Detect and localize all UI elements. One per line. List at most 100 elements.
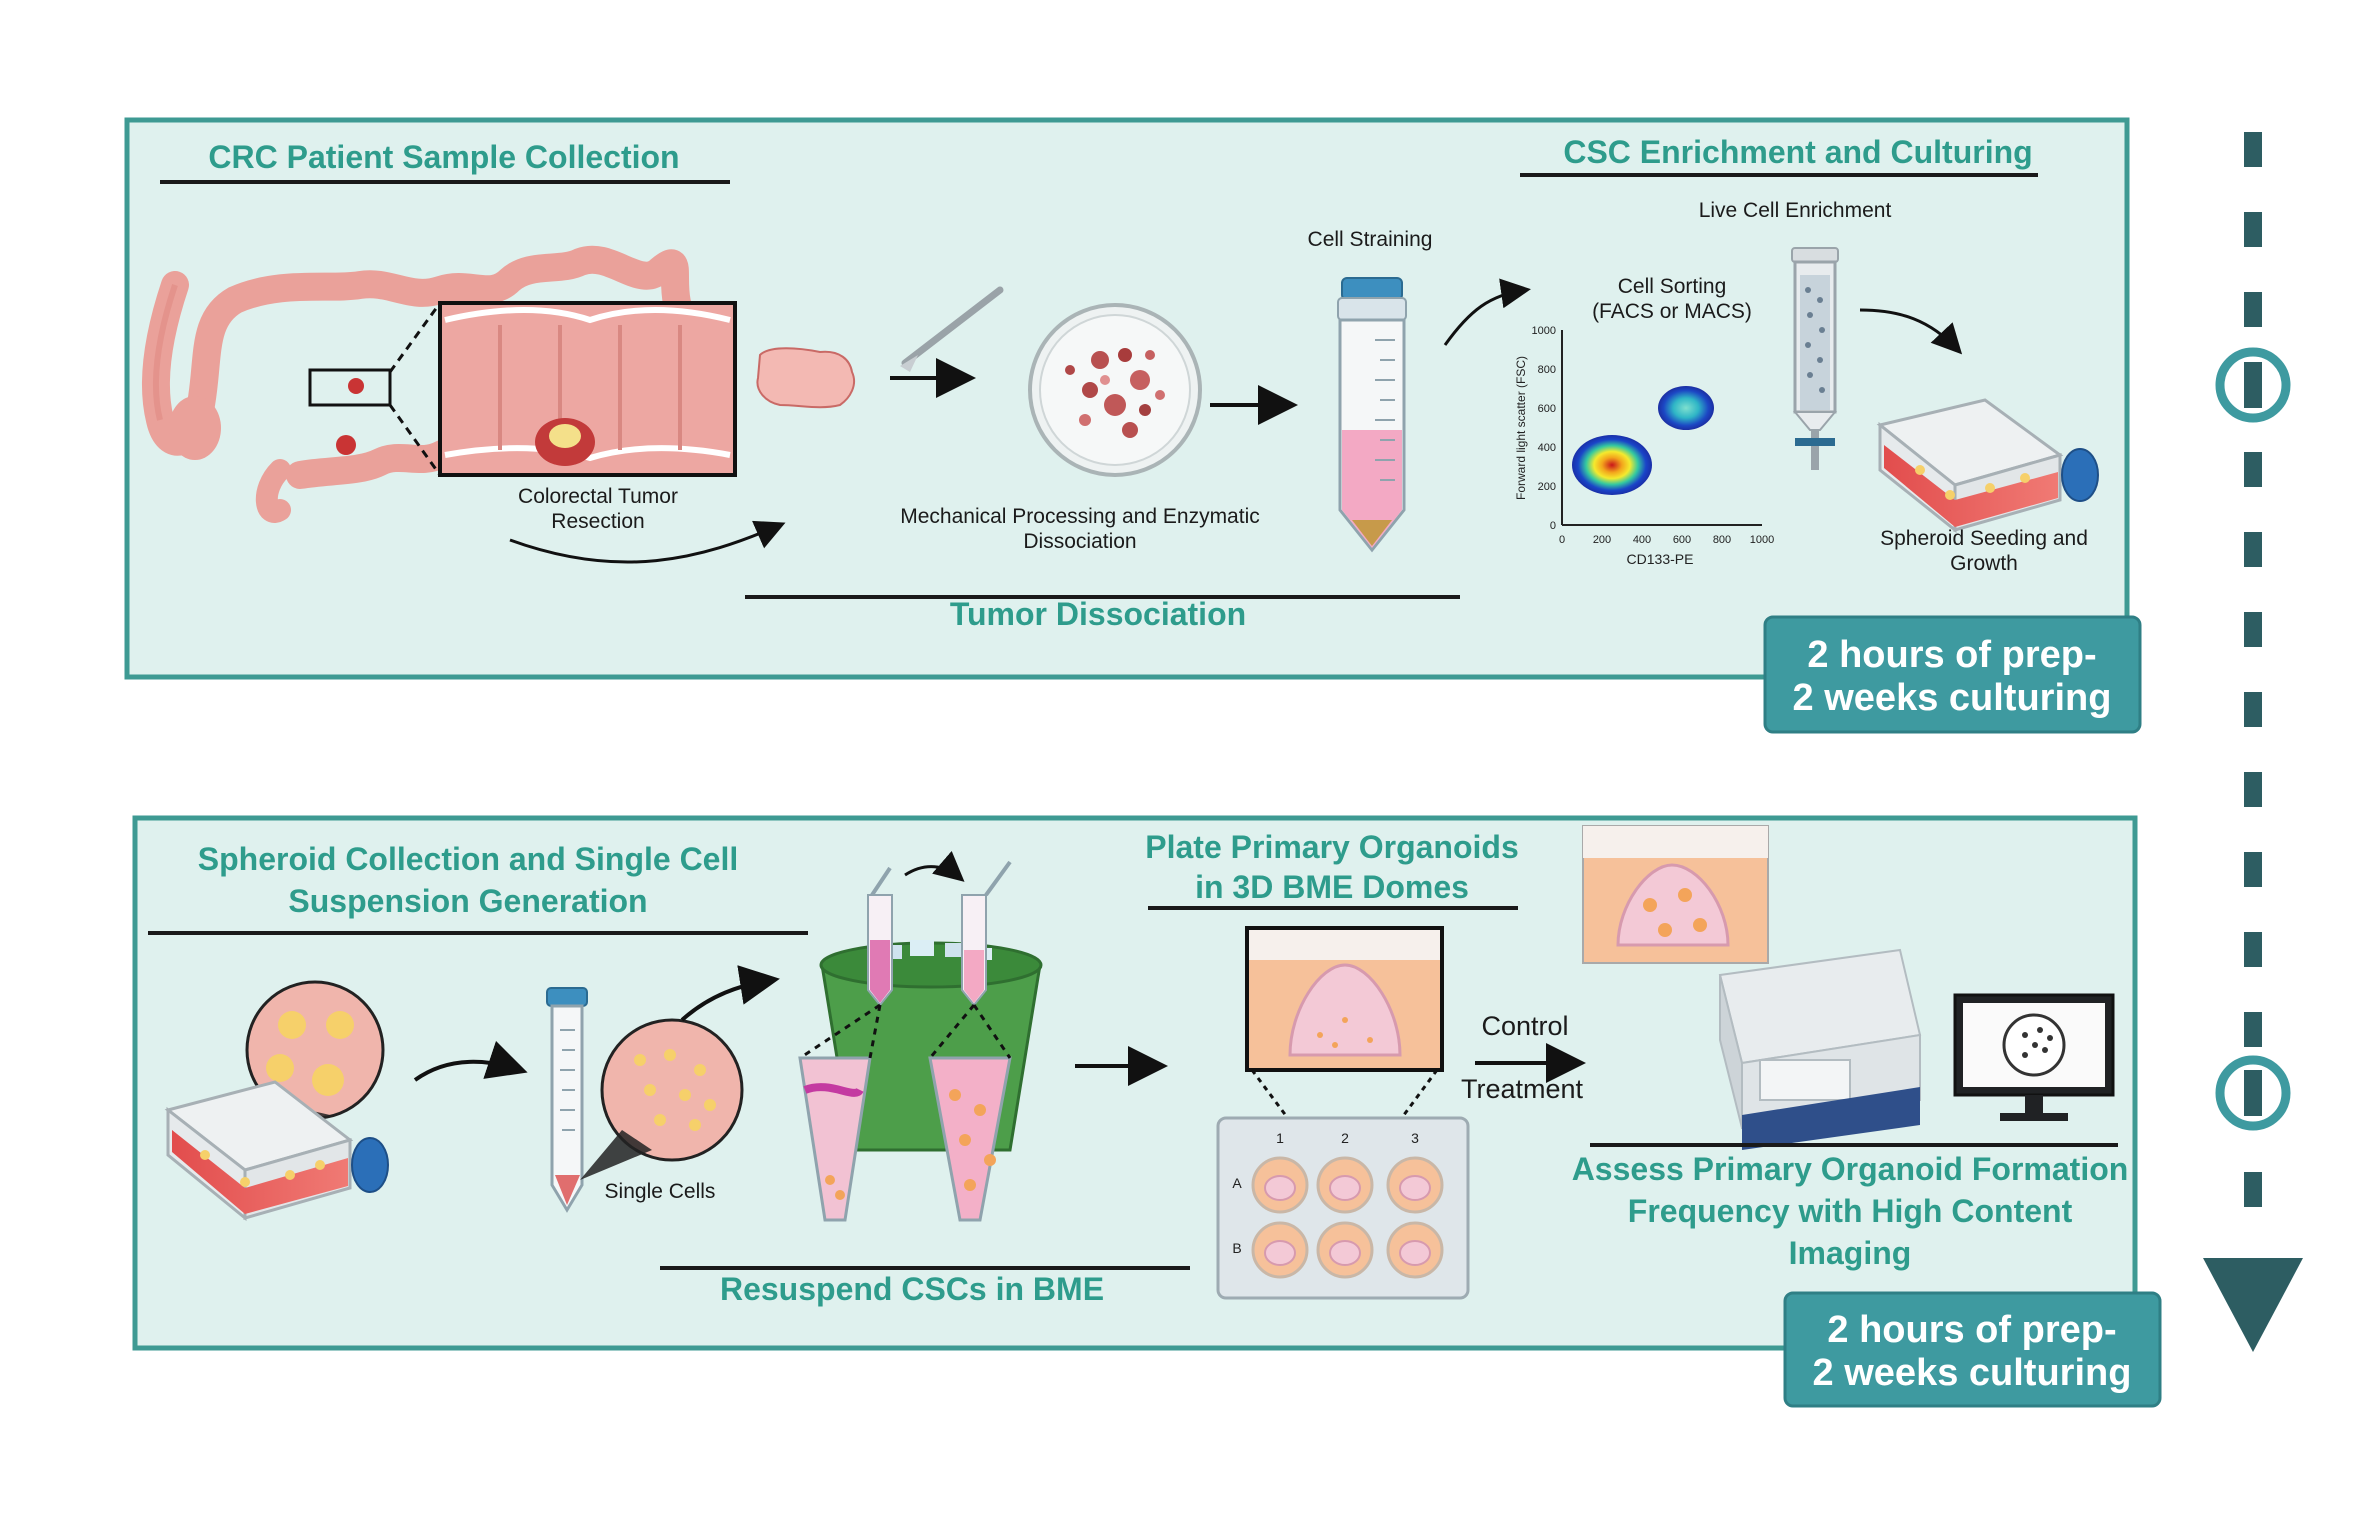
plate-dome <box>1399 1240 1431 1266</box>
duration-badge-bottom: 2 hours of prep- 2 weeks culturing <box>1783 1291 2162 1408</box>
title-assess-formation: Imaging <box>1789 1235 1912 1271</box>
facs-ytick-label: 400 <box>1538 442 1556 454</box>
culture-flask-icon <box>1876 398 2099 534</box>
timeline-marker-icon <box>2215 1055 2291 1131</box>
timeline-dash <box>2244 1172 2262 1207</box>
label-live-enrichment: Live Cell Enrichment <box>1699 199 1892 222</box>
conical-tube-icon <box>1337 277 1407 553</box>
timeline-dash <box>2244 772 2262 807</box>
plate-row-label: B <box>1232 1240 1241 1256</box>
badge-line: 2 hours of prep- <box>1827 1309 2116 1351</box>
title-plate-organoids: in 3D BME Domes <box>1195 869 1469 905</box>
plate-col-label: 1 <box>1276 1130 1284 1146</box>
timeline-dash <box>2244 532 2262 567</box>
zoom-box <box>308 368 392 407</box>
syringe-column-icon <box>1791 247 1839 470</box>
title-plate-organoids: Plate Primary Organoids <box>1145 829 1518 865</box>
timeline-dash <box>2244 132 2262 167</box>
timeline-dash <box>2244 292 2262 327</box>
timeline-dash <box>2244 212 2262 247</box>
facs-xtick-label: 600 <box>1673 534 1691 546</box>
dome-zoom-icon <box>1582 825 1769 964</box>
facs-xtick-label: 800 <box>1713 534 1731 546</box>
badge-line: 2 weeks culturing <box>1793 677 2112 719</box>
label-mechanical: Mechanical Processing and Enzymatic <box>900 505 1260 528</box>
badge-line: 2 hours of prep- <box>1807 634 2096 676</box>
label-cell-sorting: Cell Sorting <box>1618 275 1727 298</box>
ice-bucket-icon <box>798 850 1043 1222</box>
conical-tube-icon <box>546 987 588 1213</box>
bme-dome-well <box>1245 926 1444 1196</box>
title-csc-enrichment: CSC Enrichment and Culturing <box>1563 134 2032 170</box>
panel-bottom: Spheroid Collection and Single Cell Susp… <box>132 815 2162 1408</box>
plate-dome <box>1329 1240 1361 1266</box>
plate-col-label: 2 <box>1341 1130 1349 1146</box>
title-spheroid-collection: Suspension Generation <box>288 883 647 919</box>
timeline-dash <box>2244 452 2262 487</box>
single-cell-magnifier <box>580 1018 744 1180</box>
facs-population-negative <box>1572 435 1652 495</box>
title-spheroid-collection: Spheroid Collection and Single Cell <box>198 841 739 877</box>
facs-xtick-label: 1000 <box>1750 534 1774 546</box>
facs-xtick-label: 400 <box>1633 534 1651 546</box>
facs-ytick-label: 1000 <box>1532 325 1556 337</box>
facs-plot: Forward light scatter (FSC) CD133-PE 0 20… <box>1514 325 1774 567</box>
facs-ytick-label: 800 <box>1538 364 1556 376</box>
plate-dome <box>1264 1175 1296 1201</box>
facs-xtick-label: 0 <box>1559 534 1565 546</box>
title-sample-collection: CRC Patient Sample Collection <box>208 139 679 175</box>
timeline-dash <box>2244 612 2262 647</box>
label-control: Control <box>1481 1011 1568 1041</box>
timeline-dash <box>2244 852 2262 887</box>
facs-ytick-label: 0 <box>1550 520 1556 532</box>
facs-population-positive <box>1658 386 1714 430</box>
curved-arrow <box>413 1040 528 1082</box>
panel-top: CRC Patient Sample Collection CSC Enrich… <box>124 117 2142 734</box>
well-plate: 1 2 3 A B <box>1216 1116 1470 1300</box>
title-assess-formation: Frequency with High Content <box>1628 1193 2073 1229</box>
curved-arrow <box>1443 278 1531 346</box>
title-assess-formation: Assess Primary Organoid Formation <box>1572 1151 2129 1187</box>
plate-col-label: 3 <box>1411 1130 1419 1146</box>
label-resection: Resection <box>551 510 644 533</box>
label-cell-sorting: (FACS or MACS) <box>1592 300 1752 323</box>
plate-row-label: A <box>1232 1175 1242 1191</box>
badge-line: 2 weeks culturing <box>1813 1352 2132 1394</box>
plate-dome <box>1329 1175 1361 1201</box>
curved-arrow <box>680 965 780 1022</box>
plate-dome <box>1399 1175 1431 1201</box>
timeline-arrowhead-icon <box>2203 1258 2303 1352</box>
facs-ylabel: Forward light scatter (FSC) <box>1514 356 1528 500</box>
facs-ytick-label: 600 <box>1538 403 1556 415</box>
label-resection: Colorectal Tumor <box>518 485 678 508</box>
tumor-dot <box>336 435 356 455</box>
curved-arrow <box>1859 308 1963 355</box>
timeline-marker-icon <box>2215 347 2291 423</box>
tissue-piece-icon <box>756 347 856 409</box>
facs-ytick-label: 200 <box>1538 481 1556 493</box>
curved-arrow <box>509 520 786 564</box>
timeline-dash <box>2244 932 2262 967</box>
label-cell-straining: Cell Straining <box>1308 228 1433 251</box>
timeline-dash <box>2244 692 2262 727</box>
monitor-icon <box>1953 993 2115 1121</box>
scalpel-icon <box>900 286 1004 372</box>
plate-dome <box>1264 1240 1296 1266</box>
title-tumor-dissociation: Tumor Dissociation <box>950 596 1246 632</box>
title-resuspend: Resuspend CSCs in BME <box>720 1271 1104 1307</box>
tissue-zoom <box>438 301 737 477</box>
label-single-cells: Single Cells <box>605 1180 716 1203</box>
facs-xtick-label: 200 <box>1593 534 1611 546</box>
high-content-imager-icon <box>1718 948 1922 1150</box>
label-treatment: Treatment <box>1461 1074 1584 1104</box>
petri-dish-icon <box>1028 303 1202 477</box>
facs-xlabel: CD133-PE <box>1627 551 1694 567</box>
label-spheroid-seeding: Growth <box>1950 552 2018 575</box>
duration-badge-top: 2 hours of prep- 2 weeks culturing <box>1763 615 2142 734</box>
culture-flask-icon <box>164 1080 389 1222</box>
label-mechanical: Dissociation <box>1023 530 1136 553</box>
timeline-dash <box>2244 1012 2262 1047</box>
label-spheroid-seeding: Spheroid Seeding and <box>1880 527 2088 550</box>
timeline <box>2203 132 2303 1352</box>
